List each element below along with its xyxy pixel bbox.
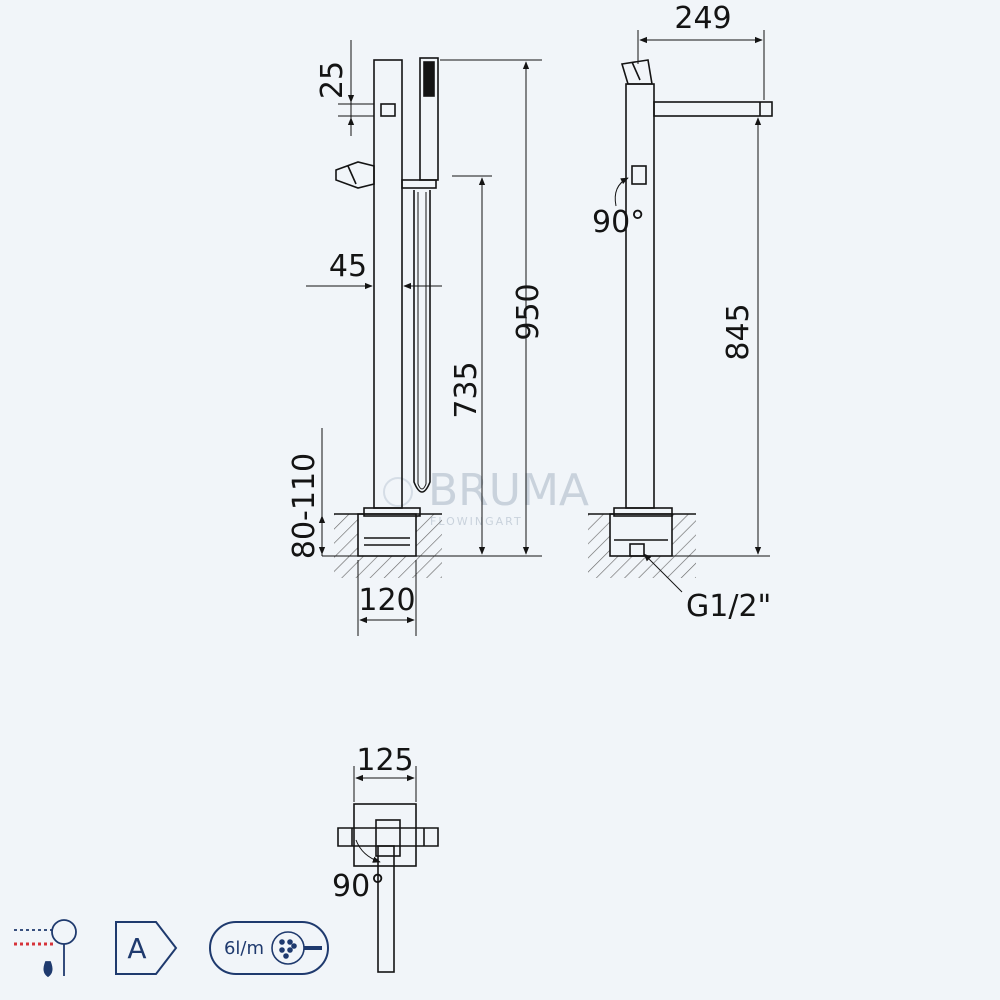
top-base-square [353,803,417,867]
side-spout [653,101,773,117]
top-dimensions [353,766,417,863]
energy-label-icon: A [115,921,178,975]
dim-handshower-height: 735 [449,361,484,418]
front-column [373,59,403,509]
front-view [322,57,542,578]
dim-floor-depth: 80-110 [287,453,322,559]
shower-head-flow-icon [271,931,322,965]
top-rotation-label: 90° [332,869,385,904]
flow-rate: 6l/m [224,938,264,959]
side-dimension-labels: 249 845 90° G1/2" [592,1,771,624]
top-view [337,803,439,973]
flow-badge: 6l/m [209,921,329,975]
front-hand-shower [419,57,439,181]
front-dimensions [306,40,542,636]
dim-connection: G1/2" [686,589,771,624]
front-lever [335,161,375,189]
top-rotation-arc [355,839,381,863]
dim-top-width: 125 [356,743,413,778]
front-floor-box [357,513,417,557]
side-rotation-arc [614,177,629,207]
dim-spout-height: 845 [721,303,756,360]
energy-class: A [127,932,146,965]
front-dimension-labels: 950 735 25 45 80-110 120 [287,61,546,618]
watermark: BRUMA FLOWINGART [383,465,589,528]
side-rotation-label: 90° [592,205,645,240]
dim-gap: 45 [329,249,367,284]
top-spout [377,845,395,973]
top-dimension-labels: 125 90° [332,743,414,904]
side-lever [620,59,653,85]
side-floor-box [609,513,673,557]
side-dimensions [614,30,765,593]
watermark-brand: BRUMA [428,465,589,516]
watermark-logo-icon [383,477,413,507]
dim-total-height: 950 [511,283,546,340]
top-lever-bar [337,827,439,847]
side-column [625,83,655,509]
front-hose [413,190,431,493]
dim-base-width: 120 [358,583,415,618]
thermostatic-mixer-icon [14,919,77,978]
badges: A 6l/m [14,919,329,978]
dim-top-offset: 25 [315,61,350,99]
dim-spout-reach: 249 [674,1,731,36]
side-view [588,59,773,578]
watermark-tagline: FLOWINGART [430,515,523,528]
